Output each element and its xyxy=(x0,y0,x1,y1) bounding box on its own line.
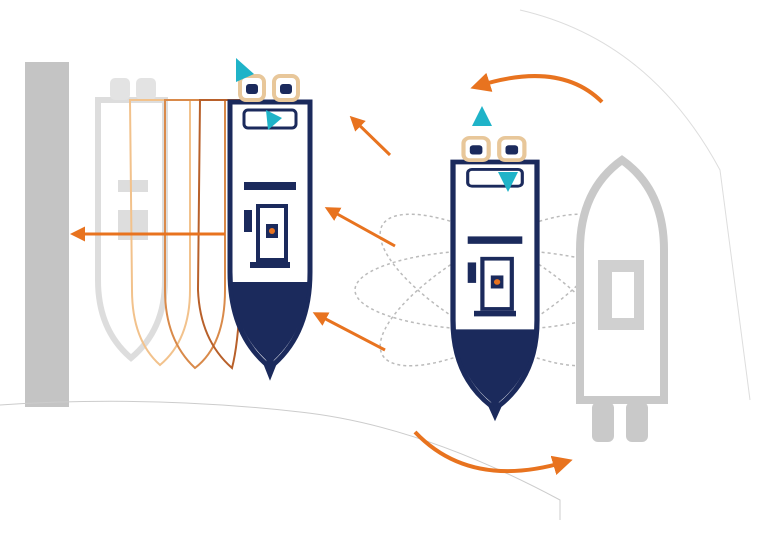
boat-grey-neighbor xyxy=(576,155,668,442)
page-edge xyxy=(0,400,561,520)
thruster-triangle-icon xyxy=(236,58,254,82)
curved-arrow-top xyxy=(470,72,604,104)
diagonal-arrow xyxy=(312,312,386,352)
dock xyxy=(25,62,69,407)
curved-arrow-bottom xyxy=(413,430,573,475)
diagonal-arrow xyxy=(324,207,396,248)
thruster-triangle-icon xyxy=(266,110,282,130)
page-edge xyxy=(519,9,751,401)
diagonal-arrow xyxy=(349,115,392,157)
thruster-triangle-icon xyxy=(472,106,492,126)
thruster-triangle-icon xyxy=(498,172,518,192)
